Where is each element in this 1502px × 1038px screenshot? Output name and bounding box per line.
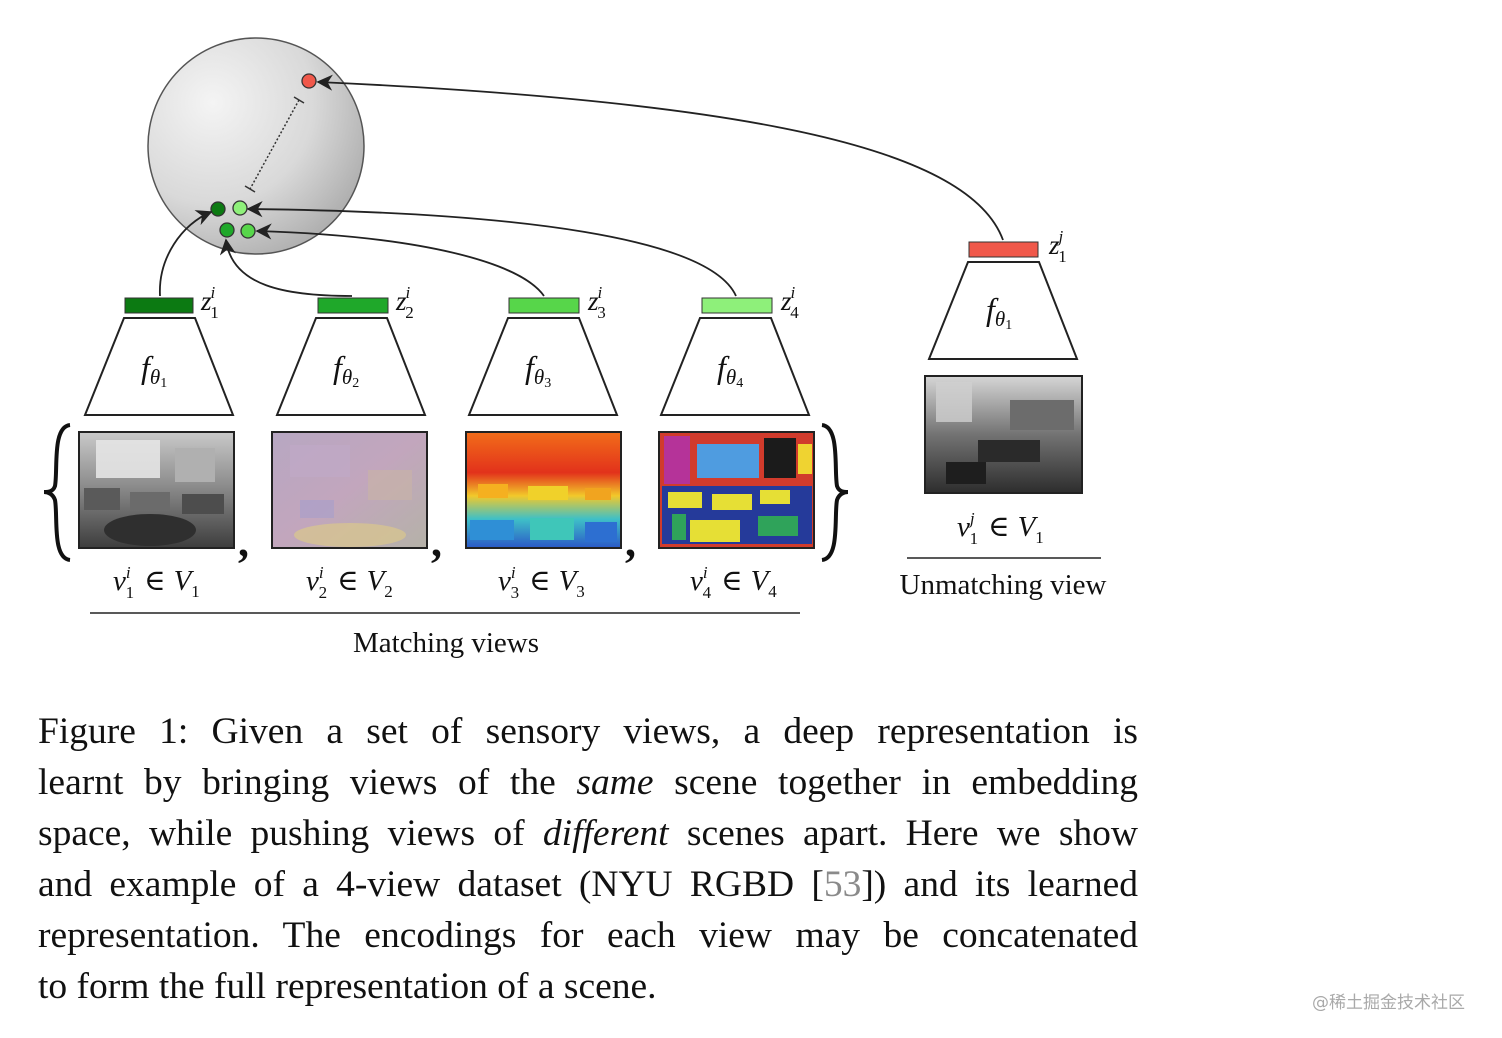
arrow-z2	[219, 238, 353, 297]
watermark: @稀土掘金技术社区	[1312, 993, 1465, 1013]
embedding-point-3	[219, 222, 235, 238]
view-image-1	[78, 431, 235, 549]
code-bar-unmatching	[968, 241, 1039, 258]
comma-2: ,	[431, 517, 442, 566]
encoder-trapezoid	[83, 317, 235, 416]
caption-line-1: Figure 1: Given a set of sensory views, …	[38, 711, 1139, 752]
caption-line-5: representation. The encodings for each v…	[38, 915, 1138, 956]
code-bar-z1	[124, 297, 194, 314]
right-brace	[821, 423, 849, 562]
distance-line	[249, 99, 300, 190]
matching-views-label: Matching views	[353, 627, 539, 659]
distance-cap-top	[293, 96, 305, 104]
view-image-3	[465, 431, 622, 549]
code-bar-z2	[317, 297, 389, 314]
figure-caption: Figure 1: Given a set of sensory views, …	[38, 706, 1138, 1012]
embedding-point-unmatching	[301, 73, 317, 89]
caption-line-2: learnt by bringing views of the same sce…	[38, 762, 1139, 803]
citation-link[interactable]: 53	[823, 864, 862, 905]
encoder-trapezoid	[927, 261, 1079, 360]
caption-line-6: to form the full representation of a sce…	[38, 966, 657, 1007]
emphasis-same: same	[576, 762, 654, 803]
code-bar-z3	[508, 297, 580, 314]
arrow-z3	[255, 223, 545, 297]
emphasis-different: different	[542, 813, 669, 854]
arrow-unmatching	[316, 74, 1004, 241]
encoder-trapezoid	[275, 317, 427, 416]
encoder-trapezoid	[659, 317, 811, 416]
embedding-point-1	[210, 201, 226, 217]
encoder-trapezoid	[467, 317, 619, 416]
distance-cap-bottom	[244, 185, 256, 193]
embedding-point-2	[232, 200, 248, 216]
comma-3: ,	[625, 517, 636, 566]
view-image-4	[658, 431, 815, 549]
embedding-point-4	[240, 223, 256, 239]
code-bar-z4	[701, 297, 773, 314]
arrow-z1	[159, 210, 213, 297]
comma-1: ,	[238, 517, 249, 566]
caption-line-3: space, while pushing views of different …	[38, 813, 1139, 854]
unmatching-view-label: Unmatching view	[900, 569, 1107, 601]
view-image-2	[271, 431, 428, 549]
caption-line-4: and example of a 4-view dataset (NYU RGB…	[38, 864, 1138, 905]
left-brace	[43, 423, 71, 562]
view-image-unmatching	[924, 375, 1083, 494]
figure-label: Figure 1:	[38, 711, 189, 752]
arrow-z4	[246, 201, 737, 297]
embedding-sphere	[147, 37, 365, 255]
